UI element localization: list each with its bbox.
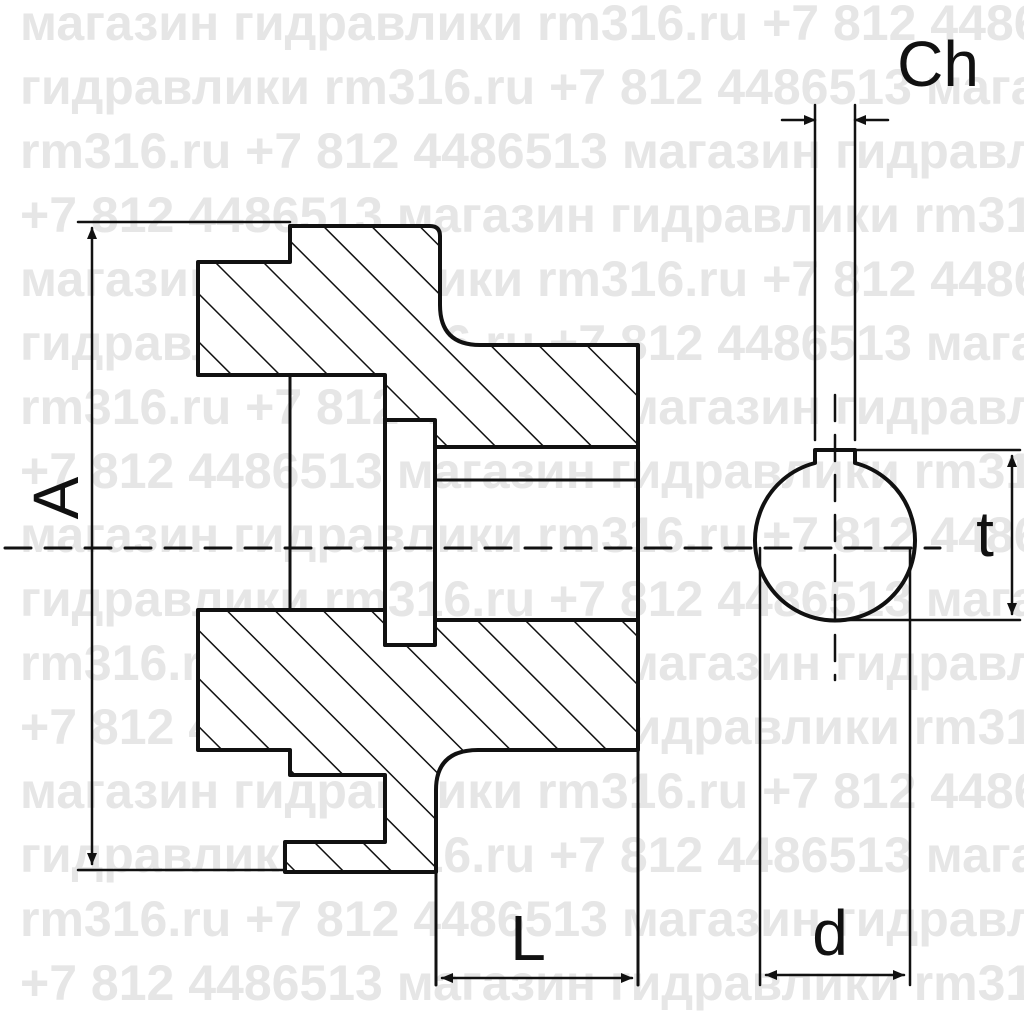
- watermark-line: магазин гидравлики rm316.ru +7 812 44865…: [20, 507, 1024, 563]
- watermark-line: +7 812 4486513 магазин гидравлики rm316.…: [20, 955, 1024, 1011]
- watermark-line: rm316.ru +7 812 4486513 магазин гидравли…: [20, 891, 1024, 947]
- dimension-ch: Ch: [780, 28, 979, 442]
- dimension-l: L: [440, 902, 634, 983]
- dimension-a: A: [20, 220, 292, 872]
- dimension-a-label: A: [20, 476, 92, 519]
- watermark-line: магазин гидравлики rm316.ru +7 812 44865…: [20, 0, 1024, 51]
- hub-outline: [288, 373, 640, 987]
- upper-section: [196, 224, 640, 449]
- dimension-d: d: [764, 897, 906, 980]
- dimension-ch-label: Ch: [897, 28, 979, 100]
- watermark: магазин гидравлики rm316.ru +7 812 44865…: [20, 0, 1024, 1011]
- watermark-line: rm316.ru +7 812 4486513 магазин гидравли…: [20, 123, 1024, 179]
- watermark-line: магазин гидравлики rm316.ru +7 812 44865…: [20, 251, 1024, 307]
- watermark-line: гидравлики rm316.ru +7 812 4486513 магаз…: [20, 59, 1024, 115]
- dimension-d-label: d: [812, 897, 848, 969]
- watermark-line: гидравлики rm316.ru +7 812 4486513 магаз…: [20, 827, 1024, 883]
- watermark-line: магазин гидравлики rm316.ru +7 812 44865…: [20, 763, 1024, 819]
- lower-section: [196, 608, 640, 874]
- watermark-line: +7 812 4486513 магазин гидравлики rm316.…: [20, 187, 1024, 243]
- dimension-t: t: [833, 448, 1022, 622]
- dimension-l-label: L: [510, 902, 546, 974]
- dimension-t-label: t: [976, 498, 994, 570]
